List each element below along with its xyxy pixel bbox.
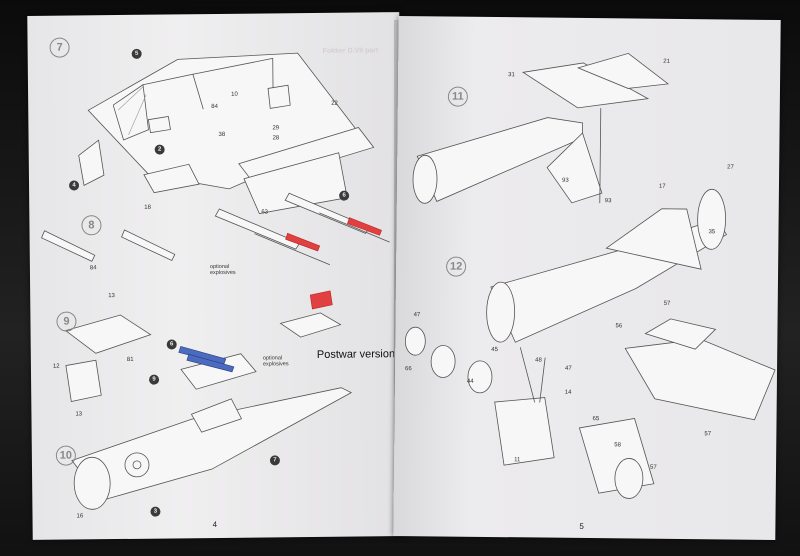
callout-35: 35 xyxy=(708,229,716,236)
callout-84b: 84 xyxy=(89,265,97,272)
right-page-drawings xyxy=(404,52,776,499)
callout-13: 13 xyxy=(108,293,115,300)
step-11-fuselage-drawing xyxy=(412,52,670,204)
callout-45: 45 xyxy=(491,347,498,354)
marker-2: 2 xyxy=(154,144,165,155)
callout-63: 63 xyxy=(261,209,269,216)
step-9-number: 9 xyxy=(56,311,77,332)
callout-38: 38 xyxy=(218,131,226,138)
marker-6: 6 xyxy=(339,190,350,201)
marker-6b: 6 xyxy=(166,339,177,350)
callout-57a: 57 xyxy=(663,300,671,307)
guns-drawing xyxy=(41,192,390,266)
callout-48: 48 xyxy=(535,357,542,364)
callout-57b: 57 xyxy=(649,464,657,471)
callout-18: 18 xyxy=(144,204,151,211)
marker-4: 4 xyxy=(68,180,80,191)
postwar-version-label: Postwar version xyxy=(316,348,396,361)
step-12-number: 12 xyxy=(446,256,467,277)
callout-47b: 47 xyxy=(565,365,572,372)
callout-31: 31 xyxy=(508,72,515,79)
callout-16: 16 xyxy=(76,513,84,520)
optional-note-2: optional explosives xyxy=(262,355,289,368)
callout-58: 58 xyxy=(614,442,621,449)
step-7-number: 7 xyxy=(49,37,70,58)
callout-66: 66 xyxy=(405,366,412,373)
faded-header-text: Fokker D.VII part xyxy=(322,47,379,55)
step-11-number: 11 xyxy=(447,86,468,107)
marker-9: 9 xyxy=(149,374,160,385)
callout-28: 28 xyxy=(272,135,280,142)
callout-81: 81 xyxy=(126,356,134,363)
callout-29: 29 xyxy=(272,125,280,132)
callout-22: 22 xyxy=(331,100,338,107)
callout-10: 10 xyxy=(231,91,238,98)
marker-5: 5 xyxy=(131,48,142,59)
step-8-number: 8 xyxy=(81,215,102,236)
callout-56: 56 xyxy=(615,323,623,330)
callout-27: 27 xyxy=(727,164,734,171)
cockpit-parts-drawing xyxy=(64,290,342,403)
callout-84: 84 xyxy=(211,103,218,111)
callout-21: 21 xyxy=(663,58,670,65)
finished-aircraft-sketch xyxy=(624,318,776,421)
callout-17: 17 xyxy=(658,183,666,190)
callout-57c: 57 xyxy=(704,431,712,438)
callout-65: 65 xyxy=(592,416,600,423)
right-page: 11 12 31 21 93 93 27 17 35 57 56 47 48 4… xyxy=(393,16,781,540)
callout-93b: 93 xyxy=(604,198,612,205)
callout-93a: 93 xyxy=(561,177,569,184)
optional-note-1: optional explosives xyxy=(209,263,236,277)
step-12-parts-drawing xyxy=(404,326,655,499)
left-page: 7 8 9 10 Fokker D.VII part 5 4 2 6 3 7 9… xyxy=(27,12,405,540)
marker-3: 3 xyxy=(150,506,161,517)
page-number-left: 4 xyxy=(212,520,218,530)
callout-47a: 47 xyxy=(413,312,421,319)
callout-44: 44 xyxy=(466,378,474,385)
callout-12: 12 xyxy=(52,363,60,370)
callout-13b: 13 xyxy=(75,411,83,418)
fuselage-drawing xyxy=(71,387,353,510)
left-page-drawings xyxy=(41,52,390,510)
fuselage-frame-drawing xyxy=(78,52,375,214)
step-12-fuselage-drawing xyxy=(486,188,728,343)
page-number-right: 5 xyxy=(579,521,584,531)
callout-11: 11 xyxy=(514,457,521,464)
marker-7: 7 xyxy=(269,455,280,466)
step-10-number: 10 xyxy=(55,445,76,466)
callout-14: 14 xyxy=(564,389,572,396)
